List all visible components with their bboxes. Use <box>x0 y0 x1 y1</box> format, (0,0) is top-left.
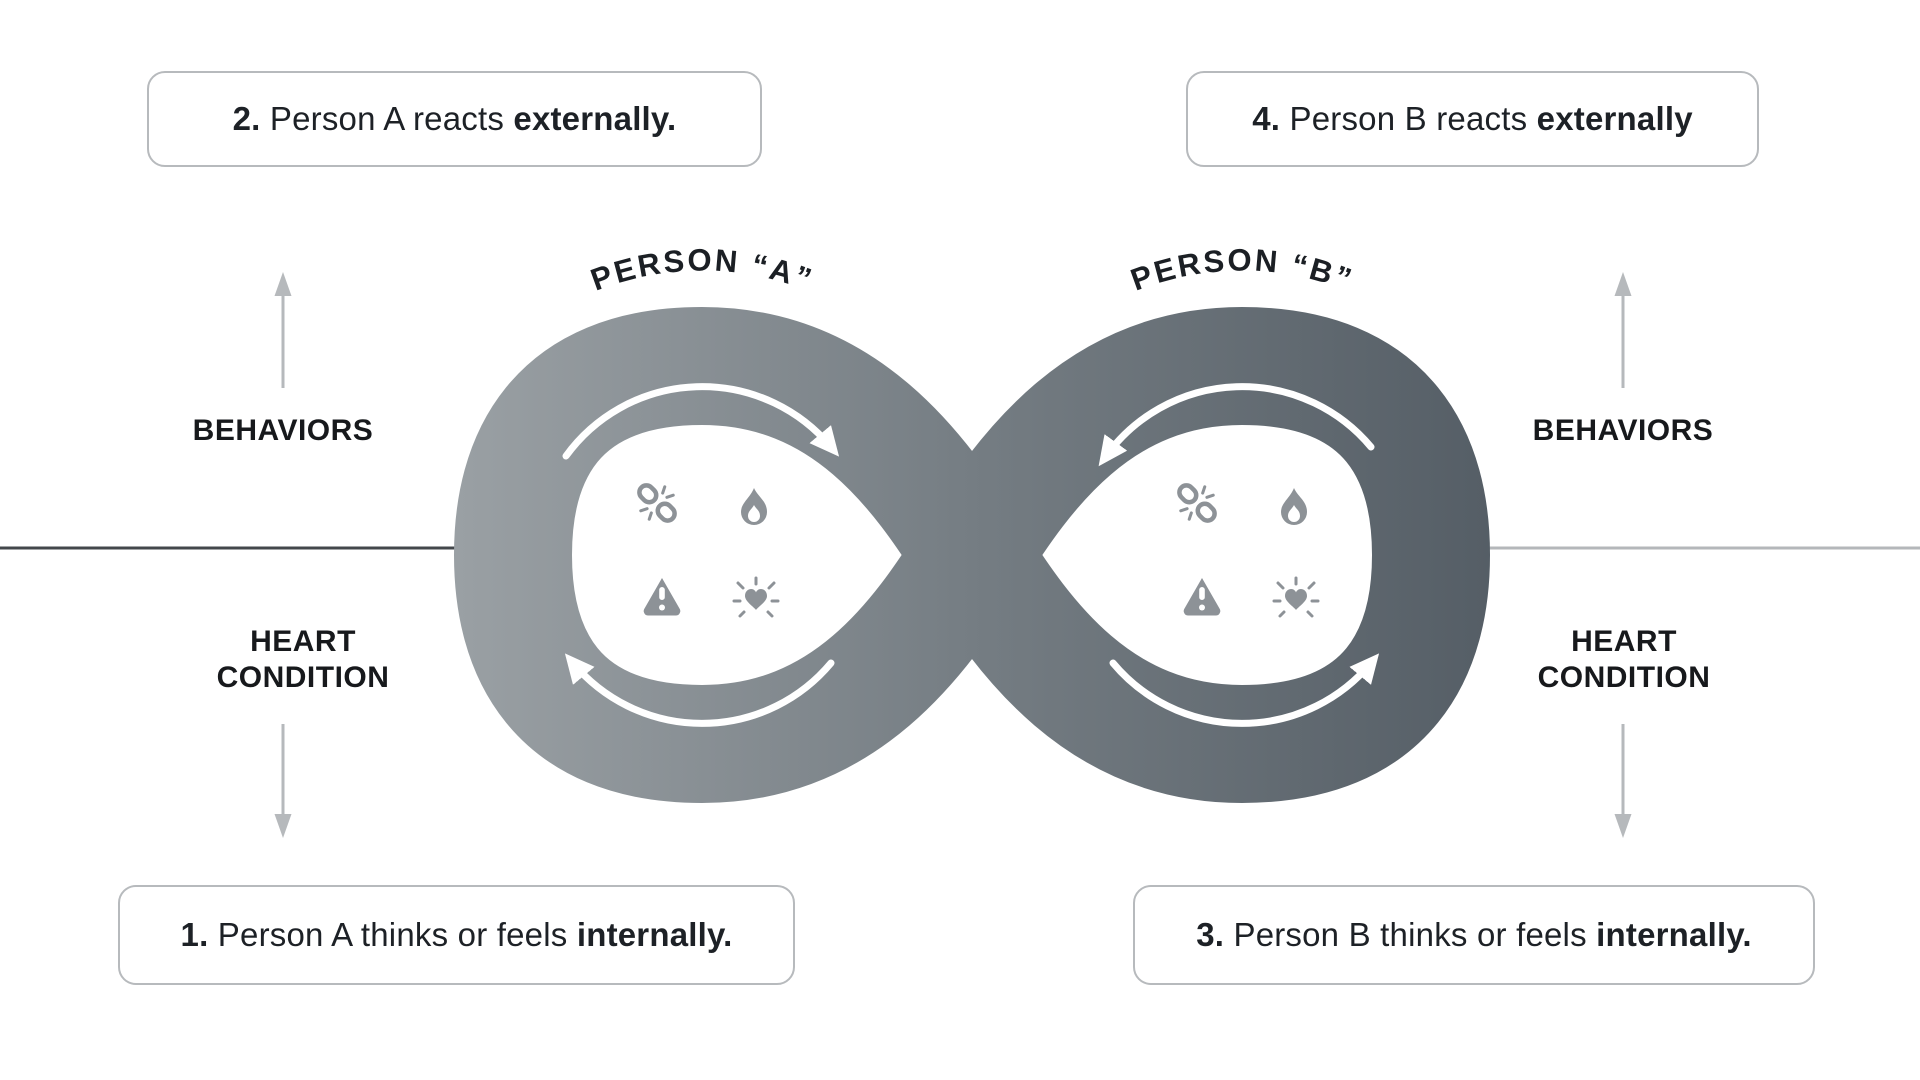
cycle-arrow-right-top <box>1098 383 1375 467</box>
step-1-number: 1. <box>180 916 209 953</box>
behaviors-up-arrow-right <box>1614 272 1632 388</box>
step-3-emphasis: internally. <box>1596 916 1752 953</box>
step-2-text: 2. Person A reacts externally. <box>233 100 677 138</box>
cycle-arrow-left-bottom <box>564 653 835 727</box>
heart-condition-line1: HEART <box>1571 625 1677 658</box>
step-2-number: 2. <box>232 100 261 137</box>
behaviors-up-arrow-left <box>274 272 292 388</box>
step-1-body: Person A thinks or feels <box>208 916 577 953</box>
heart-condition-line2: CONDITION <box>1537 661 1711 694</box>
step-box-4: 4. Person B reacts externally <box>1186 71 1759 167</box>
step-box-1: 1. Person A thinks or feels internally. <box>118 885 795 985</box>
step-2-emphasis: externally. <box>513 100 677 137</box>
person-b-label: PERSON “B” <box>1126 243 1358 298</box>
step-3-text: 3. Person B thinks or feels internally. <box>1196 916 1752 954</box>
step-3-number: 3. <box>1196 916 1225 953</box>
heart-condition-line1: HEART <box>250 625 356 658</box>
cycle-arrow-left-top <box>562 383 840 460</box>
heart-condition-line2: CONDITION <box>216 661 390 694</box>
step-4-number: 4. <box>1252 100 1281 137</box>
loop-interiors <box>571 424 1373 686</box>
behaviors-label-left: BEHAVIORS <box>192 414 374 447</box>
heart-down-arrow-left <box>274 724 292 838</box>
infinity-loop <box>453 306 1491 804</box>
step-4-body: Person B reacts <box>1280 100 1537 137</box>
heart-condition-label-left: HEART CONDITION <box>183 624 423 696</box>
step-box-3: 3. Person B thinks or feels internally. <box>1133 885 1815 985</box>
cycle-arrow-right-bottom <box>1109 653 1380 727</box>
step-1-text: 1. Person A thinks or feels internally. <box>181 916 733 954</box>
behaviors-label-right: BEHAVIORS <box>1532 414 1714 447</box>
heart-condition-label-right: HEART CONDITION <box>1504 624 1744 696</box>
person-a-label: PERSON “A” <box>586 243 818 298</box>
step-3-body: Person B thinks or feels <box>1224 916 1597 953</box>
step-4-emphasis: externally <box>1536 100 1693 137</box>
heart-down-arrow-right <box>1614 724 1632 838</box>
step-box-2: 2. Person A reacts externally. <box>147 71 762 167</box>
step-1-emphasis: internally. <box>576 916 733 953</box>
step-4-text: 4. Person B reacts externally <box>1252 100 1693 138</box>
step-2-body: Person A reacts <box>260 100 514 137</box>
